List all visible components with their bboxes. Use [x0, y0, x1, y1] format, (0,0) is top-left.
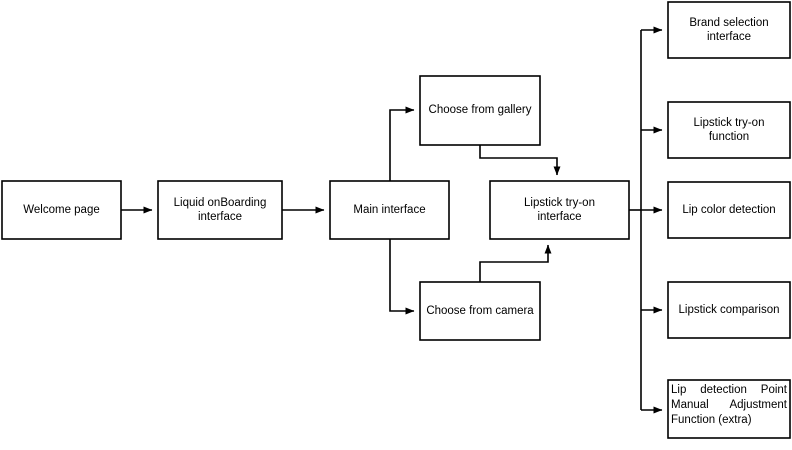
- label-line: interface: [706, 31, 752, 43]
- node-lipstick-tryon-interface[interactable]: [489, 180, 630, 240]
- label-main-interface: Main interface: [330, 181, 449, 239]
- label-line: Lip color detection: [682, 203, 776, 216]
- label-brand-selection-interface: Brand selection interface: [668, 2, 790, 58]
- label-choose-from-camera: Choose from camera: [420, 282, 540, 340]
- edge-gallery-to-tryon-interface: [479, 145, 561, 176]
- edge-main-to-gallery: [389, 106, 415, 181]
- node-brand-selection-interface[interactable]: [667, 1, 791, 59]
- node-liquid-onboarding-interface[interactable]: [157, 180, 283, 240]
- edge-camera-to-tryon-interface: [479, 244, 552, 282]
- label-line: Lipstick try-on: [524, 196, 595, 209]
- label-lipstick-tryon-interface: Lipstick try-on interface: [490, 181, 629, 239]
- label-liquid-onboarding-interface: Liquid onBoarding interface: [158, 181, 282, 239]
- node-lip-color-detection[interactable]: [667, 181, 791, 239]
- node-lip-detection-manual-adjustment[interactable]: [667, 379, 791, 439]
- label-line: Liquid onBoarding: [173, 196, 267, 209]
- label-line: Welcome page: [23, 203, 100, 216]
- label-line: Lipstick comparison: [678, 303, 780, 316]
- edge-main-to-camera: [389, 239, 415, 315]
- label-welcome-page: Welcome page: [2, 181, 121, 239]
- label-line: interface: [537, 211, 582, 223]
- label-line: interface: [197, 211, 243, 223]
- node-welcome-page[interactable]: [1, 180, 122, 240]
- label-choose-from-gallery: Choose from gallery: [420, 76, 540, 145]
- label-lip-color-detection: Lip color detection: [668, 182, 790, 238]
- label-lipstick-tryon-function: Lipstick try-on function: [668, 102, 790, 158]
- label-line: Main interface: [353, 203, 426, 216]
- label-lipstick-comparison: Lipstick comparison: [668, 282, 790, 338]
- label-lip-detection-manual-adjustment: Lip detection Point Manual Adjustment Fu…: [671, 384, 787, 426]
- label-line: Choose from gallery: [428, 104, 532, 117]
- label-line: function: [708, 131, 750, 143]
- label-line: Brand selection: [689, 16, 769, 29]
- node-lipstick-tryon-function[interactable]: [667, 101, 791, 159]
- node-choose-from-camera[interactable]: [419, 281, 541, 341]
- node-lipstick-comparison[interactable]: [667, 281, 791, 339]
- label-line: Lipstick try-on: [693, 116, 765, 129]
- label-line: Choose from camera: [426, 304, 534, 317]
- node-choose-from-gallery[interactable]: [419, 75, 541, 146]
